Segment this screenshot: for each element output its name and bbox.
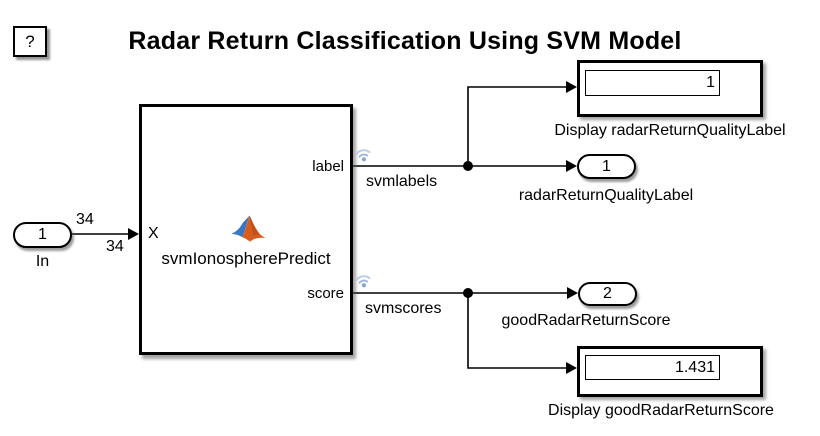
model-title: Radar Return Classification Using SVM Mo… bbox=[128, 27, 682, 55]
display-quality-label-caption: Display radarReturnQualityLabel bbox=[554, 122, 786, 139]
output-port-label-score: score bbox=[307, 285, 344, 302]
predict-block[interactable]: X label score svmIonospherePredict bbox=[139, 104, 353, 355]
inport-block-in[interactable]: 1 bbox=[13, 222, 72, 248]
predict-block-name: svmIonospherePredict bbox=[161, 249, 331, 268]
wire-svmscores-branch[interactable] bbox=[467, 293, 567, 369]
display-value-quality-label: 1 bbox=[585, 70, 720, 96]
display-good-score-caption: Display goodRadarReturnScore bbox=[548, 402, 774, 419]
streaming-signal-icon-scores[interactable] bbox=[353, 269, 374, 290]
outport2-caption: goodRadarReturnScore bbox=[501, 312, 671, 329]
outport1-number: 1 bbox=[602, 157, 611, 175]
help-button[interactable]: ? bbox=[13, 26, 47, 57]
arrowhead-in bbox=[128, 228, 139, 240]
display-block-good-score[interactable]: 1.431 bbox=[577, 346, 763, 397]
help-button-label: ? bbox=[25, 31, 35, 51]
junction-dot-scores bbox=[463, 288, 473, 298]
inport-number: 1 bbox=[38, 226, 47, 243]
arrowhead-outport-label bbox=[566, 160, 577, 172]
output-port-label-label: label bbox=[312, 158, 344, 175]
signal-name-svmscores[interactable]: svmscores bbox=[365, 300, 442, 317]
arrowhead-outport-score bbox=[567, 287, 578, 299]
arrowhead-display-score bbox=[566, 362, 577, 374]
streaming-signal-icon-labels[interactable] bbox=[353, 143, 374, 164]
display-block-quality-label[interactable]: 1 bbox=[577, 60, 763, 117]
display-value-good-score: 1.431 bbox=[585, 355, 720, 380]
signal-name-svmlabels[interactable]: svmlabels bbox=[366, 173, 438, 190]
signal-width-annotation-bottom: 34 bbox=[106, 238, 124, 255]
input-port-label-x: X bbox=[148, 225, 159, 242]
matlab-logo-icon bbox=[228, 211, 268, 245]
outport-block-quality-label[interactable]: 1 bbox=[577, 154, 636, 179]
inport-label: In bbox=[35, 253, 50, 270]
signal-width-annotation-top: 34 bbox=[76, 211, 94, 228]
outport1-caption: radarReturnQualityLabel bbox=[518, 187, 694, 204]
arrowhead-display-label bbox=[566, 81, 577, 93]
outport2-number: 2 bbox=[603, 285, 612, 302]
junction-dot-labels bbox=[463, 161, 473, 171]
outport-block-good-score[interactable]: 2 bbox=[578, 282, 637, 306]
